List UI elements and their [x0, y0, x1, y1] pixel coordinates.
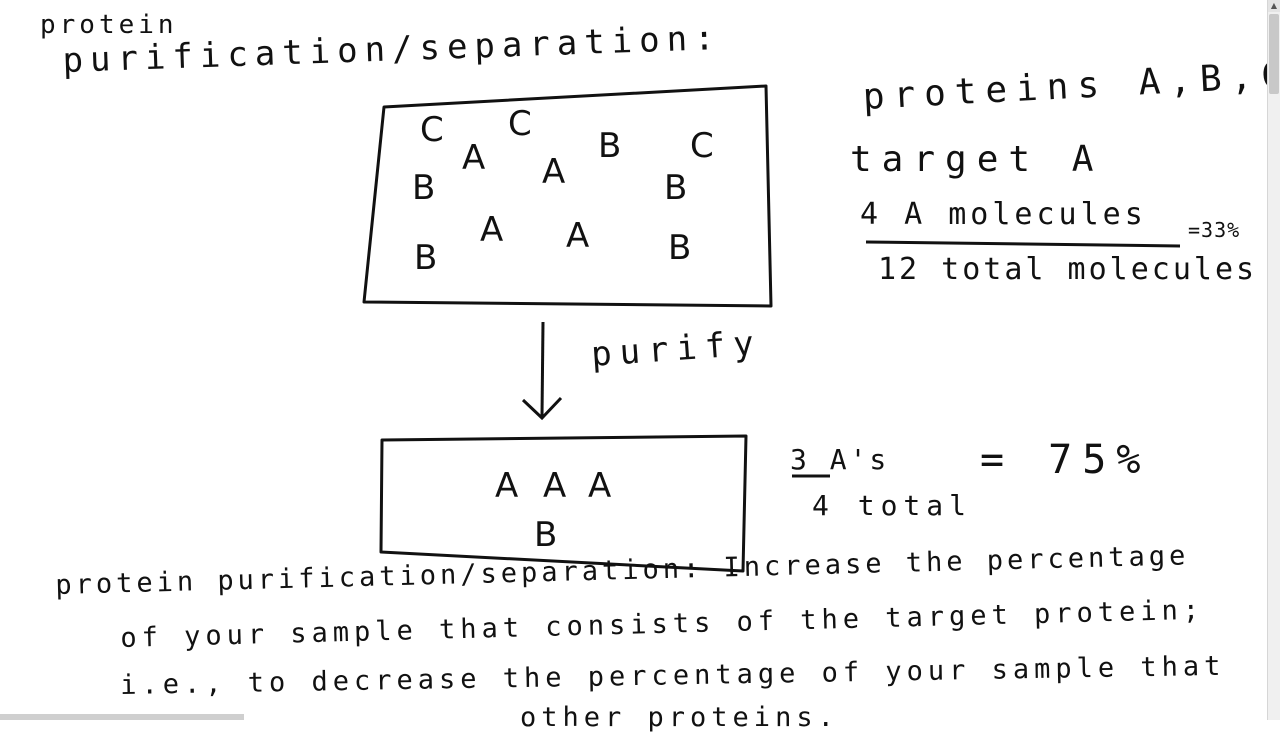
scroll-up-arrow-icon[interactable]: ▲: [1268, 0, 1280, 12]
vertical-scrollbar[interactable]: ▲: [1267, 0, 1280, 720]
down-arrow-shaft: [540, 321, 545, 417]
molecule-letter: A: [543, 466, 567, 506]
target-label: target A: [850, 139, 1104, 180]
heading-line-1: protein: [40, 10, 178, 40]
molecule-letter: B: [412, 168, 436, 208]
purified-numerator: 3 A's: [790, 443, 890, 476]
molecule-letter: B: [414, 238, 438, 278]
molecule-letter: B: [664, 168, 688, 208]
denominator-label: 12 total molecules: [878, 252, 1258, 287]
horizontal-scrollbar-thumb[interactable]: [0, 714, 244, 720]
molecule-letter: A: [462, 138, 486, 178]
molecule-letter: C: [420, 110, 444, 150]
molecule-letter: B: [668, 228, 692, 268]
percentage-result-1: =33%: [1188, 218, 1241, 242]
definition-line-4: other proteins.: [520, 702, 839, 733]
molecule-letter: A: [480, 210, 504, 250]
molecule-letter: A: [542, 152, 566, 192]
scrollbar-thumb[interactable]: [1269, 14, 1279, 94]
percentage-result-2: = 75%: [980, 437, 1151, 483]
down-arrow-head: [521, 396, 563, 421]
purified-denominator: 4 total: [812, 489, 973, 522]
purified-box: [379, 434, 748, 573]
molecule-letter: C: [690, 126, 714, 166]
molecule-letter: A: [566, 216, 590, 256]
molecule-letter: B: [598, 126, 622, 166]
fraction-line-1: [865, 240, 1181, 248]
molecule-letter: A: [495, 466, 519, 506]
mixture-box: [362, 84, 773, 308]
molecule-letter: B: [534, 515, 558, 555]
molecule-letter: C: [508, 104, 532, 144]
molecule-letter: A: [588, 466, 612, 506]
numerator-label: 4 A molecules: [860, 197, 1147, 232]
